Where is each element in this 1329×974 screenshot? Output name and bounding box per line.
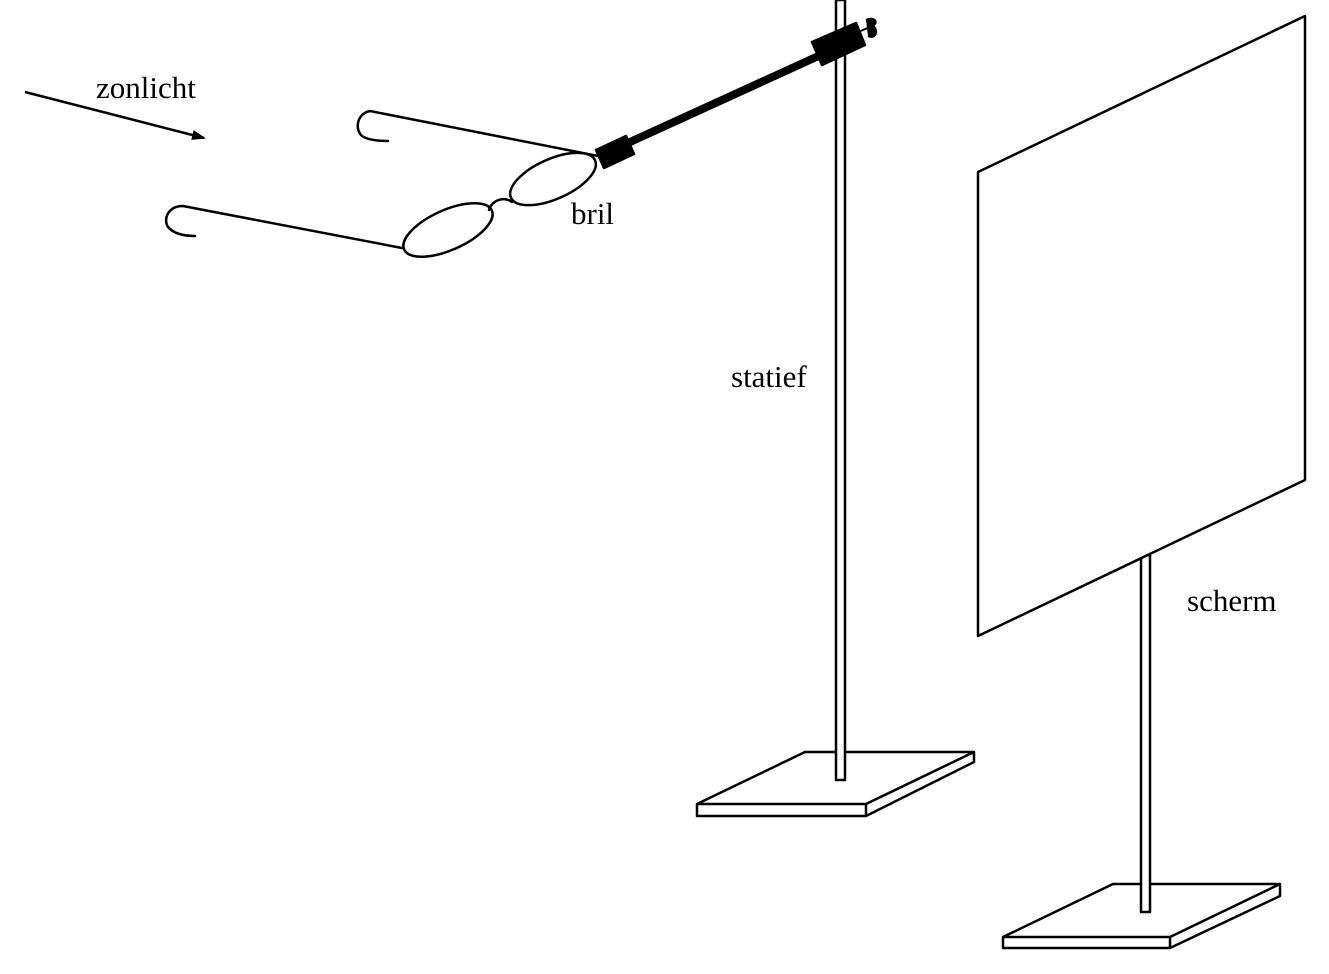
sunlight-label: zonlicht [96,70,196,105]
glasses-lens-left [402,202,494,258]
screen-rod [1139,553,1152,914]
screen-label: scherm [1187,583,1277,618]
glasses-temple-far [356,109,600,158]
stand-clamp-screw [855,17,878,38]
glasses-lens-right [508,151,598,207]
stand-label: statief [731,359,807,394]
sunlight-arrow [24,90,206,140]
stand-clamp-rod [604,44,838,157]
stand-clamp-block [810,21,867,67]
glasses-temple-near [164,204,404,250]
glasses [164,109,600,258]
screen [976,14,1307,950]
glasses-label: bril [571,196,615,231]
screen-panel [976,14,1307,638]
glasses-bridge [487,198,514,212]
stand-rod [834,0,847,782]
stand-clamp-sleeve [594,134,636,170]
stand [594,0,976,818]
